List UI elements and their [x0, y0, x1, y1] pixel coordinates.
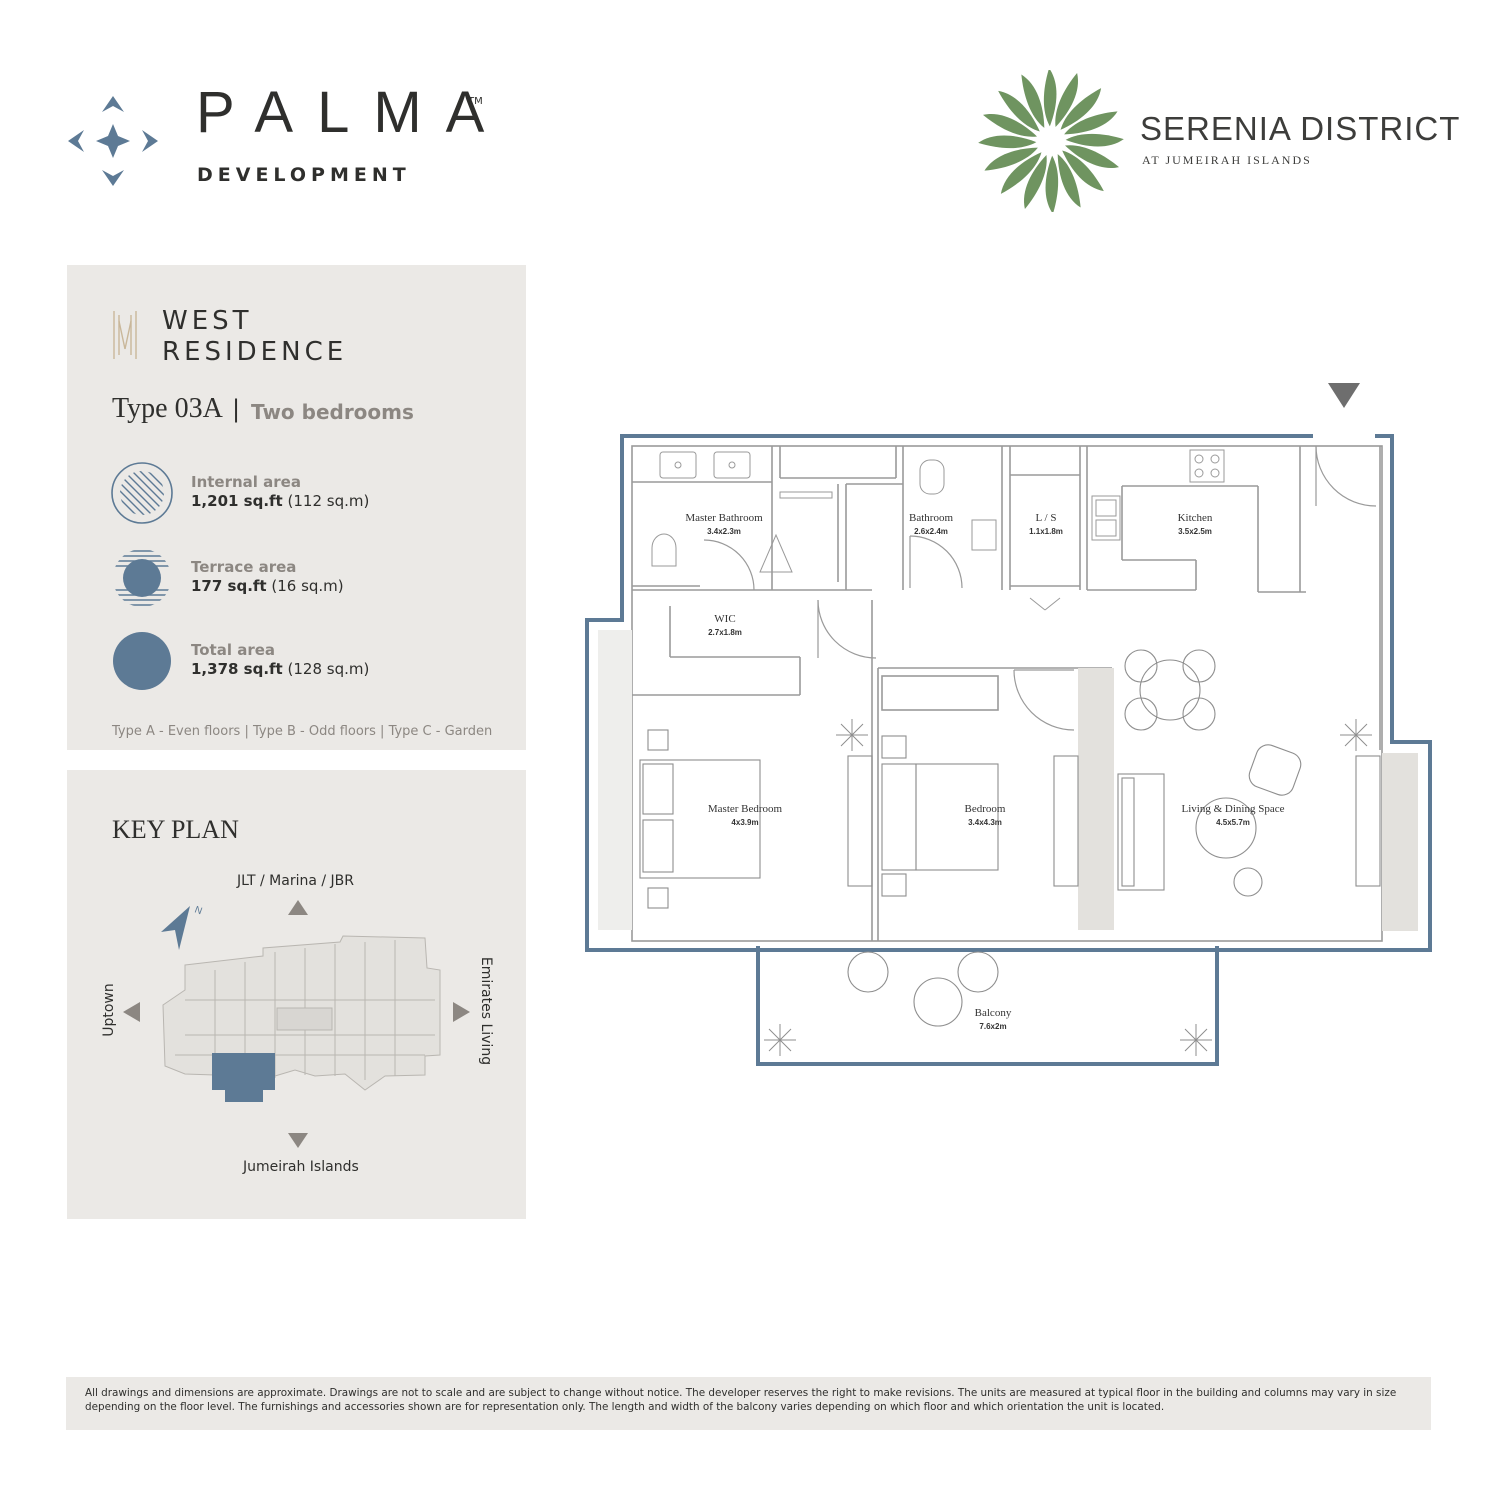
total-area-label: Total area — [191, 641, 276, 659]
leaf-shape — [984, 147, 1038, 171]
key-plan-title: KEY PLAN — [112, 815, 239, 844]
internal-area-value: 1,201 sq.ft (112 sq.m) — [191, 492, 370, 510]
serenia-leaf-icon — [978, 70, 1124, 212]
room-label-bathroom: Bathroom — [909, 512, 953, 524]
terrace-area-value: 177 sq.ft (16 sq.m) — [191, 577, 344, 595]
room-label-wic: WIC — [714, 613, 735, 625]
project-name: SERENIA DISTRICT — [1140, 110, 1461, 147]
residence-name-line1: WEST — [162, 306, 253, 336]
brand-name: PALMA — [196, 80, 509, 145]
room-dim-kitchen: 3.5x2.5m — [1178, 527, 1212, 536]
floor-plan: Master Bathroom 3.4x2.3m Bathroom 2.6x2.… — [585, 383, 1432, 1066]
room-label-master-bathroom: Master Bathroom — [685, 512, 763, 524]
direction-right-label: Emirates Living — [478, 956, 494, 1066]
key-plan-map: N — [123, 900, 470, 1148]
leaf-shape — [998, 90, 1040, 132]
total-area-icon — [113, 632, 171, 690]
leaf-shape — [1055, 73, 1078, 127]
east-arrow-icon — [453, 1002, 470, 1022]
unit-type-separator: | — [232, 395, 241, 423]
highlighted-unit — [212, 1053, 275, 1102]
room-label-linen-storage: L / S — [1036, 512, 1057, 524]
room-dim-bathroom: 2.6x2.4m — [914, 527, 948, 536]
entrance-marker-icon — [1328, 383, 1360, 408]
room-dim-wic: 2.7x1.8m — [708, 628, 742, 637]
leaf-shape — [1065, 145, 1119, 168]
leaf-shape — [1043, 70, 1057, 127]
leaf-shape — [1065, 133, 1124, 147]
compass-north-label: N — [193, 904, 204, 917]
brand-subtitle: DEVELOPMENT — [197, 164, 411, 186]
plant-icons — [764, 719, 1372, 1056]
terrace-area-label: Terrace area — [191, 558, 297, 576]
room-label-balcony: Balcony — [975, 1007, 1012, 1019]
room-dim-master-bedroom: 4x3.9m — [731, 818, 758, 827]
room-label-bedroom: Bedroom — [965, 803, 1006, 815]
room-label-living-dining: Living & Dining Space — [1182, 803, 1285, 815]
compass-icon — [161, 906, 190, 950]
door-swings — [703, 445, 1377, 731]
project-subtitle: AT JUMEIRAH ISLANDS — [1142, 153, 1312, 167]
residence-logo-icon — [113, 311, 137, 359]
direction-left-label: Uptown — [101, 983, 117, 1037]
leaf-shape — [1000, 152, 1042, 194]
column — [1078, 668, 1114, 930]
residence-name-line2: RESIDENCE — [162, 337, 348, 367]
trademark-mark: TM — [468, 96, 483, 107]
room-label-kitchen: Kitchen — [1178, 512, 1213, 524]
room-dim-linen-storage: 1.1x1.8m — [1029, 527, 1063, 536]
room-label-master-bedroom: Master Bedroom — [708, 803, 783, 815]
building-outline — [162, 935, 441, 1091]
interior-walls — [631, 445, 1383, 942]
room-dim-living-dining: 4.5x5.7m — [1216, 818, 1250, 827]
room-dim-master-bathroom: 3.4x2.3m — [707, 527, 741, 536]
room-dim-balcony: 7.6x2m — [979, 1022, 1006, 1031]
leaf-shape — [1021, 74, 1045, 128]
unit-variants-note: Type A - Even floors | Type B - Odd floo… — [112, 724, 493, 739]
fixtures — [651, 449, 1225, 611]
direction-bottom-label: Jumeirah Islands — [243, 1159, 359, 1175]
unit-description: Two bedrooms — [251, 400, 414, 424]
room-dim-bedroom: 3.4x4.3m — [968, 818, 1002, 827]
leaf-shape — [1057, 154, 1081, 208]
exterior-wall — [585, 434, 1432, 952]
internal-area-label: Internal area — [191, 473, 301, 491]
north-arrow-up-icon — [288, 900, 308, 915]
leaf-shape — [1062, 150, 1104, 192]
internal-area-icon — [111, 462, 173, 524]
south-arrow-icon — [288, 1133, 308, 1148]
leaf-shape — [1024, 155, 1047, 209]
direction-top-label: JLT / Marina / JBR — [237, 873, 355, 889]
column — [598, 630, 632, 930]
unit-type: Type 03A — [112, 393, 223, 424]
disclaimer-text: All drawings and dimensions are approxim… — [66, 1377, 1431, 1430]
furniture — [639, 649, 1381, 1027]
leaf-shape — [978, 135, 1037, 149]
west-arrow-icon — [123, 1002, 140, 1022]
leaf-shape — [983, 114, 1037, 137]
leaf-shape — [1060, 88, 1102, 130]
terrace-area-icon — [113, 550, 171, 606]
balcony-wall — [756, 946, 1219, 1066]
palma-logo-icon — [68, 96, 158, 186]
leaf-shape — [1064, 111, 1118, 135]
total-area-value: 1,378 sq.ft (128 sq.m) — [191, 660, 370, 678]
column — [1382, 753, 1418, 931]
leaf-shape — [1045, 155, 1059, 212]
